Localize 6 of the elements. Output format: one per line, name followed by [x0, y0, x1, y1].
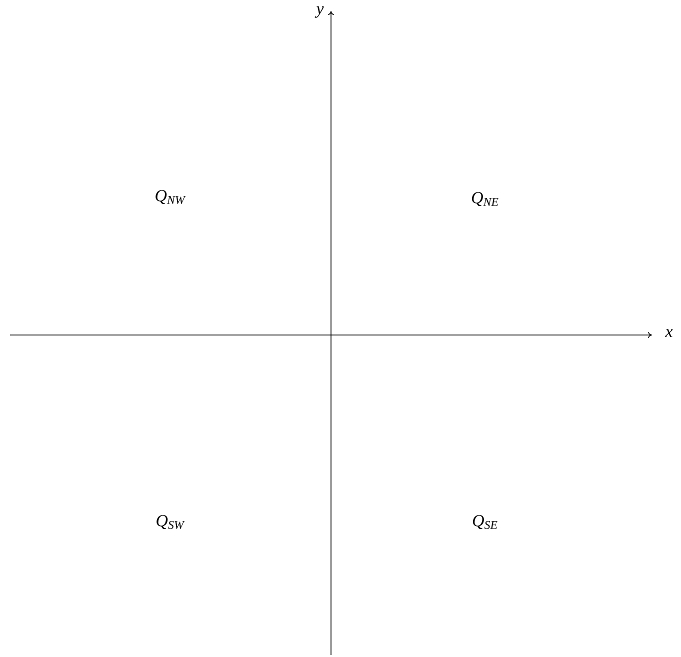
quadrant-label: Q$_{NW}$ — [156, 190, 186, 204]
quadrant-label: Q$_{SE}$ — [472, 515, 498, 529]
quadrant-label: Q$_{NE}$ — [472, 192, 498, 206]
axis-label: y — [314, 6, 324, 18]
axis-label: x — [665, 329, 673, 337]
quadrant-label: Q$_{SW}$ — [156, 514, 185, 529]
